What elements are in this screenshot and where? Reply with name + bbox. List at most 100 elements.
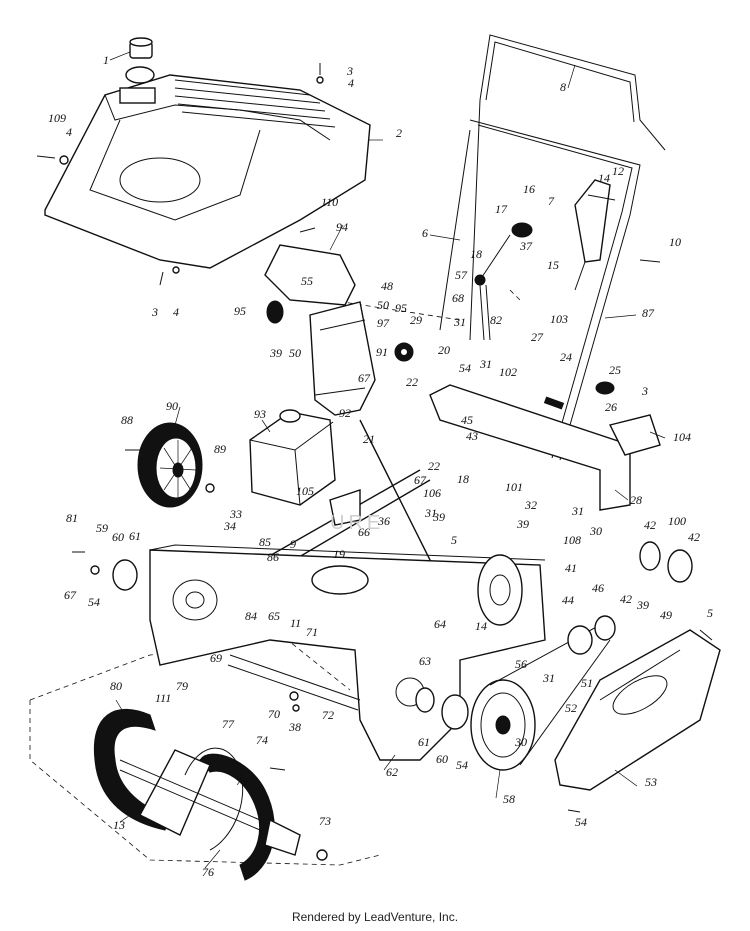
washer: [316, 849, 328, 861]
bearing-flange: [441, 694, 469, 730]
callout-label: 46: [592, 581, 604, 595]
auger-assembly: [93, 708, 301, 881]
callout-label: 75: [236, 774, 248, 788]
chute-knob: [266, 300, 284, 324]
callout-label: 31: [479, 357, 492, 371]
callout-label: 102: [499, 365, 517, 379]
callout-label: 5: [707, 606, 713, 620]
callout-label: 37: [519, 239, 533, 253]
impeller: [477, 554, 523, 626]
callout-label: 2: [396, 126, 402, 140]
callout-label: 39: [432, 510, 445, 524]
bearing-flange-left: [112, 559, 138, 591]
callout-label: 11: [290, 616, 301, 630]
lower-handle: [469, 119, 641, 461]
callout-label: 62: [386, 765, 398, 779]
callout-label: 90: [166, 399, 178, 413]
fuel-tank: [249, 409, 336, 506]
callout-label: 4: [173, 305, 179, 319]
callout-label: 33: [229, 507, 242, 521]
control-lever: [574, 179, 616, 291]
callout-label: 39: [516, 517, 529, 531]
fasteners: [36, 63, 713, 813]
callout-label: 1: [103, 53, 109, 67]
callout-label: 79: [176, 679, 188, 693]
callout-label: 22: [428, 459, 440, 473]
callout-label: 34: [223, 519, 236, 533]
callout-label: 17: [495, 202, 508, 216]
callout-label: 12: [612, 164, 624, 178]
callout-label: 55: [301, 274, 313, 288]
callout-label: 54: [456, 758, 468, 772]
callout-label: 21: [363, 432, 375, 446]
callout-label: 76: [202, 865, 214, 879]
callout-label: 72: [322, 708, 334, 722]
callout-label: 32: [524, 498, 537, 512]
callout-label: 38: [288, 720, 301, 734]
callout-label: 95: [234, 304, 246, 318]
callout-label: 92: [339, 406, 351, 420]
callout-label: 43: [466, 429, 478, 443]
callout-label: 77: [222, 717, 235, 731]
callout-label: 48: [381, 279, 393, 293]
callout-label: 97: [377, 316, 390, 330]
callout-label: 54: [575, 815, 587, 829]
callout-label: 91: [376, 345, 388, 359]
callout-label: 31: [424, 506, 437, 520]
callout-label: 82: [490, 313, 502, 327]
callout-label: 94: [336, 220, 348, 234]
callout-label: 64: [434, 617, 446, 631]
idler-pulley: [639, 541, 693, 583]
callout-label: 6: [422, 226, 428, 240]
callout-label: 80: [110, 679, 122, 693]
callout-label: 50: [289, 346, 301, 360]
callout-label: 26: [605, 400, 617, 414]
callout-label: 71: [306, 625, 318, 639]
callout-label: 63: [419, 654, 431, 668]
callout-label: 95: [395, 301, 407, 315]
callout-label: 49: [660, 608, 672, 622]
callout-label: 8: [560, 80, 566, 94]
callout-label: 22: [406, 375, 418, 389]
callout-label: 60: [436, 752, 448, 766]
callout-label: 19: [333, 547, 345, 561]
callout-label: 44: [562, 593, 574, 607]
callout-label: 110: [321, 195, 338, 209]
callout-label: 104: [673, 430, 691, 444]
callout-label: 30: [589, 524, 602, 538]
callout-label: 41: [565, 561, 577, 575]
callout-label: 27: [531, 330, 544, 344]
footer-credit: Rendered by LeadVenture, Inc.: [291, 910, 459, 924]
callout-label: 13: [113, 818, 125, 832]
callout-label: 18: [470, 247, 482, 261]
callout-label: 30: [514, 735, 527, 749]
upper-handle: [439, 34, 666, 341]
callout-label: 42: [620, 592, 632, 606]
bearing: [415, 687, 435, 713]
callout-label: 87: [642, 306, 655, 320]
callout-label: 56: [515, 657, 527, 671]
callout-label: 108: [563, 533, 581, 547]
callout-label: 101: [505, 480, 523, 494]
callout-label: 7: [548, 194, 555, 208]
callout-label: 4: [66, 125, 72, 139]
callout-label: 65: [268, 609, 280, 623]
callout-label: 28: [630, 493, 642, 507]
callout-label: 3: [641, 384, 648, 398]
callout-label: 103: [550, 312, 568, 326]
callout-label: 54: [88, 595, 100, 609]
callout-label: 60: [112, 530, 124, 544]
callout-label: 86: [267, 550, 279, 564]
callout-label: 66: [358, 525, 370, 539]
callout-label: 51: [581, 676, 593, 690]
callout-label: 31: [571, 504, 584, 518]
callout-label: 31: [453, 315, 466, 329]
callout-label: 85: [259, 535, 271, 549]
top-cover: [44, 66, 371, 269]
callout-label: 3: [151, 305, 158, 319]
callout-label: 67: [414, 473, 427, 487]
gas-cap: [129, 37, 153, 59]
callout-label: 18: [457, 472, 469, 486]
